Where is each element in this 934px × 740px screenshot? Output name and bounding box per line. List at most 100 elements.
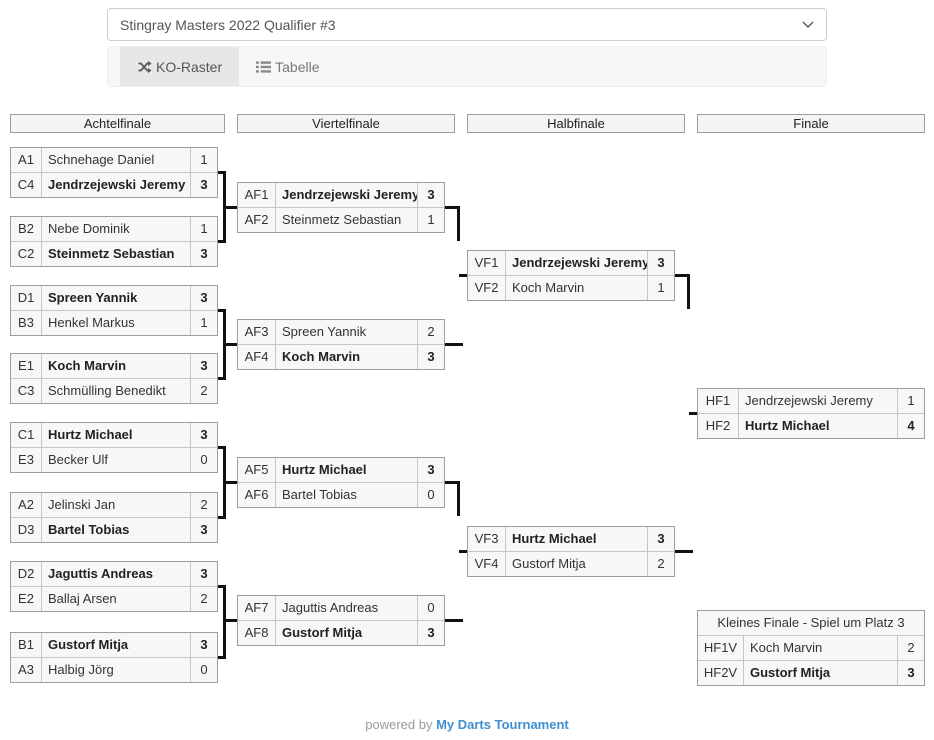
player-score: 3: [897, 661, 924, 685]
bracket-connector: [459, 550, 467, 553]
player-code: AF5: [238, 458, 276, 482]
bracket-connector: [223, 585, 226, 659]
player-score: 3: [417, 345, 444, 369]
player-name: Gustorf Mitja: [282, 625, 363, 640]
tab-tabelle[interactable]: Tabelle: [239, 47, 336, 86]
player-code: C2: [11, 242, 42, 266]
list-icon: [256, 60, 272, 74]
bracket-connector: [218, 240, 226, 243]
player-score: 2: [897, 636, 924, 660]
tournament-select[interactable]: Stingray Masters 2022 Qualifier #3: [107, 8, 827, 41]
footer: powered by My Darts Tournament: [0, 717, 934, 732]
player-score: 3: [647, 527, 674, 551]
player-score: 4: [897, 414, 924, 438]
player-code: C3: [11, 379, 42, 403]
match-row: HF2 Hurtz Michael 4: [698, 413, 924, 438]
player-name: Hurtz Michael: [48, 427, 133, 442]
player-name: Koch Marvin: [750, 640, 823, 655]
bracket-connector: [226, 481, 237, 484]
player-code: AF1: [238, 183, 276, 207]
player-code: D3: [11, 518, 42, 542]
bracket-connector: [445, 481, 460, 484]
bracket-connector: [218, 585, 226, 588]
player-name: Hurtz Michael: [745, 418, 830, 433]
player-code: AF2: [238, 208, 276, 232]
bracket-connector: [218, 516, 226, 519]
player-code: HF2: [698, 414, 739, 438]
player-name: Jendrzejewski Jeremy: [282, 187, 417, 202]
match-row: VF2 Koch Marvin 1: [468, 275, 674, 300]
player-score: 1: [190, 148, 217, 172]
bracket-connector: [445, 343, 463, 346]
player-code: VF1: [468, 251, 506, 275]
player-score: 1: [190, 311, 217, 335]
bracket-connector: [226, 343, 237, 346]
player-score: 3: [190, 562, 217, 586]
player-name: Steinmetz Sebastian: [48, 246, 175, 261]
player-code: VF3: [468, 527, 506, 551]
bracket-connector: [457, 206, 460, 241]
bracket-connector: [218, 377, 226, 380]
round-header-achtelfinale: Achtelfinale: [10, 114, 225, 133]
player-score: 3: [190, 173, 217, 197]
brand-link[interactable]: My Darts Tournament: [436, 717, 569, 732]
player-score: 3: [417, 183, 444, 207]
player-name: Koch Marvin: [48, 358, 127, 373]
player-code: A3: [11, 658, 42, 682]
player-score: 2: [647, 552, 674, 576]
tab-label: Tabelle: [275, 58, 320, 75]
player-code: C4: [11, 173, 42, 197]
player-score: 0: [190, 658, 217, 682]
player-score: 1: [897, 389, 924, 413]
player-score: 1: [647, 276, 674, 300]
player-name: Koch Marvin: [282, 349, 361, 364]
round-header-viertelfinale: Viertelfinale: [237, 114, 455, 133]
player-code: E2: [11, 587, 42, 611]
player-score: 3: [190, 423, 217, 447]
bracket-connector: [675, 274, 690, 277]
player-score: 3: [190, 286, 217, 310]
player-name: Schmülling Benedikt: [48, 383, 166, 398]
player-score: 3: [417, 621, 444, 645]
player-name: Koch Marvin: [512, 280, 585, 295]
player-code: D2: [11, 562, 42, 586]
player-name: Becker Ulf: [48, 452, 108, 467]
bracket-connector: [445, 206, 460, 209]
player-name: Jaguttis Andreas: [282, 600, 379, 615]
bracket-connector: [223, 309, 226, 380]
player-name: Gustorf Mitja: [512, 556, 586, 571]
tab-ko-raster[interactable]: KO-Raster: [120, 47, 240, 86]
bracket-connector: [675, 550, 693, 553]
player-score: 0: [417, 596, 444, 620]
player-code: B1: [11, 633, 42, 657]
player-code: VF2: [468, 276, 506, 300]
player-code: B3: [11, 311, 42, 335]
player-score: 2: [190, 493, 217, 517]
player-code: A2: [11, 493, 42, 517]
